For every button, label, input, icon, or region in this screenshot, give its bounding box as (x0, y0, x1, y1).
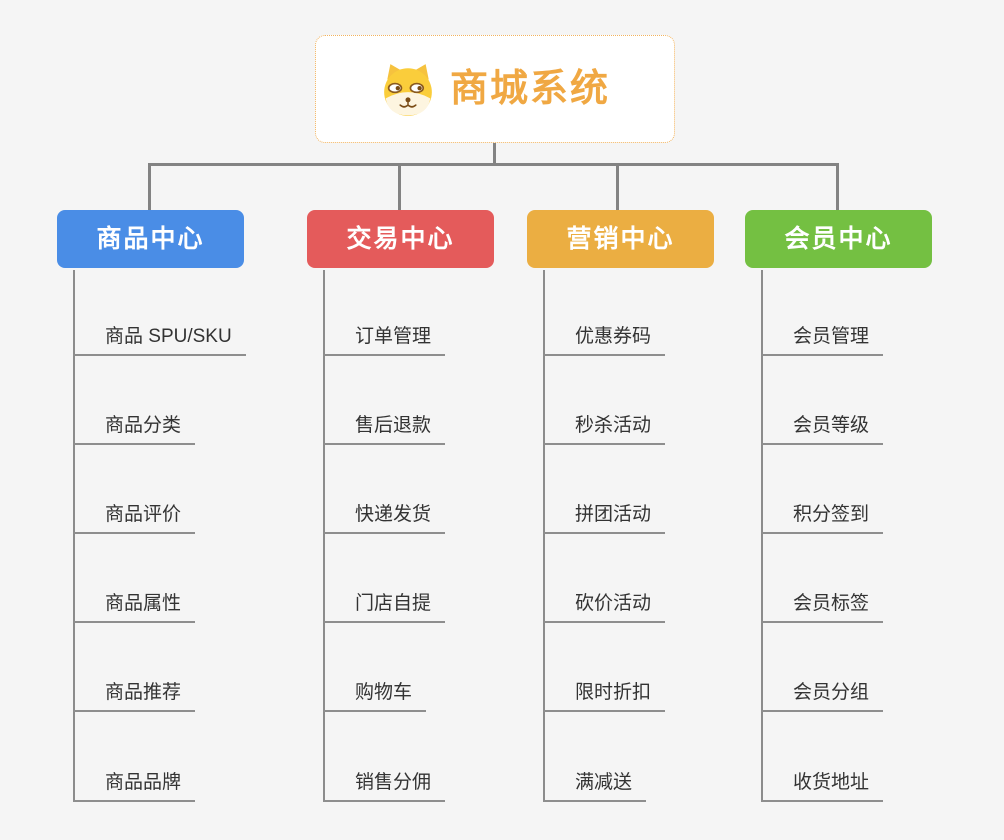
branch-node-trade-center[interactable]: 交易中心 (307, 210, 494, 268)
leaf-node[interactable]: 订单管理 (323, 322, 446, 356)
leaf-node[interactable]: 会员标签 (761, 589, 884, 623)
dog-face-icon (380, 61, 436, 117)
branch-node-product-center[interactable]: 商品中心 (57, 210, 244, 268)
connector-leaf-rail (73, 270, 75, 802)
leaf-node[interactable]: 收货地址 (761, 768, 884, 802)
leaf-node[interactable]: 会员等级 (761, 411, 884, 445)
leaf-node[interactable]: 商品 SPU/SKU (73, 322, 246, 356)
branch-node-label: 营销中心 (566, 224, 675, 253)
branch-node-label: 交易中心 (346, 224, 455, 253)
leaf-node[interactable]: 销售分佣 (323, 768, 446, 802)
branch-marketing-center: 营销中心 优惠券码 秒杀活动 拼团活动 砍价活动 限时折扣 满减送 (527, 210, 714, 810)
leaf-node[interactable]: 购物车 (323, 678, 427, 712)
leaf-node[interactable]: 商品推荐 (73, 678, 196, 712)
leaf-node[interactable]: 优惠券码 (543, 322, 666, 356)
connector-drop-trade (398, 165, 401, 210)
leaf-node[interactable]: 积分签到 (761, 500, 884, 534)
connector-trunk (148, 163, 839, 166)
leaf-node[interactable]: 售后退款 (323, 411, 446, 445)
leaf-node[interactable]: 满减送 (543, 768, 647, 802)
root-node-label: 商城系统 (449, 68, 610, 110)
connector-drop-member (836, 165, 839, 210)
leaf-node[interactable]: 会员管理 (761, 322, 884, 356)
connector-leaf-rail (323, 270, 325, 802)
leaf-node[interactable]: 秒杀活动 (543, 411, 666, 445)
connector-leaf-rail (761, 270, 763, 802)
branch-trade-center: 交易中心 订单管理 售后退款 快递发货 门店自提 购物车 销售分佣 (307, 210, 494, 810)
leaf-node[interactable]: 商品属性 (73, 589, 196, 623)
leaf-node[interactable]: 商品品牌 (73, 768, 196, 802)
branch-node-member-center[interactable]: 会员中心 (745, 210, 932, 268)
root-node-mall-system[interactable]: 商城系统 (315, 35, 675, 143)
leaf-node[interactable]: 商品评价 (73, 500, 196, 534)
branch-node-label: 会员中心 (784, 224, 893, 253)
connector-root-drop (493, 143, 496, 164)
leaf-node[interactable]: 拼团活动 (543, 500, 666, 534)
leaf-node[interactable]: 快递发货 (323, 500, 446, 534)
connector-leaf-rail (543, 270, 545, 802)
connector-drop-marketing (616, 165, 619, 210)
branch-node-label: 商品中心 (96, 224, 205, 253)
connector-drop-product (148, 165, 151, 210)
leaf-node[interactable]: 会员分组 (761, 678, 884, 712)
leaf-node[interactable]: 限时折扣 (543, 678, 666, 712)
branch-product-center: 商品中心 商品 SPU/SKU 商品分类 商品评价 商品属性 商品推荐 商品品牌 (57, 210, 246, 810)
branch-node-marketing-center[interactable]: 营销中心 (527, 210, 714, 268)
leaf-node[interactable]: 门店自提 (323, 589, 446, 623)
branch-member-center: 会员中心 会员管理 会员等级 积分签到 会员标签 会员分组 收货地址 (745, 210, 932, 810)
leaf-node[interactable]: 商品分类 (73, 411, 196, 445)
leaf-node[interactable]: 砍价活动 (543, 589, 666, 623)
